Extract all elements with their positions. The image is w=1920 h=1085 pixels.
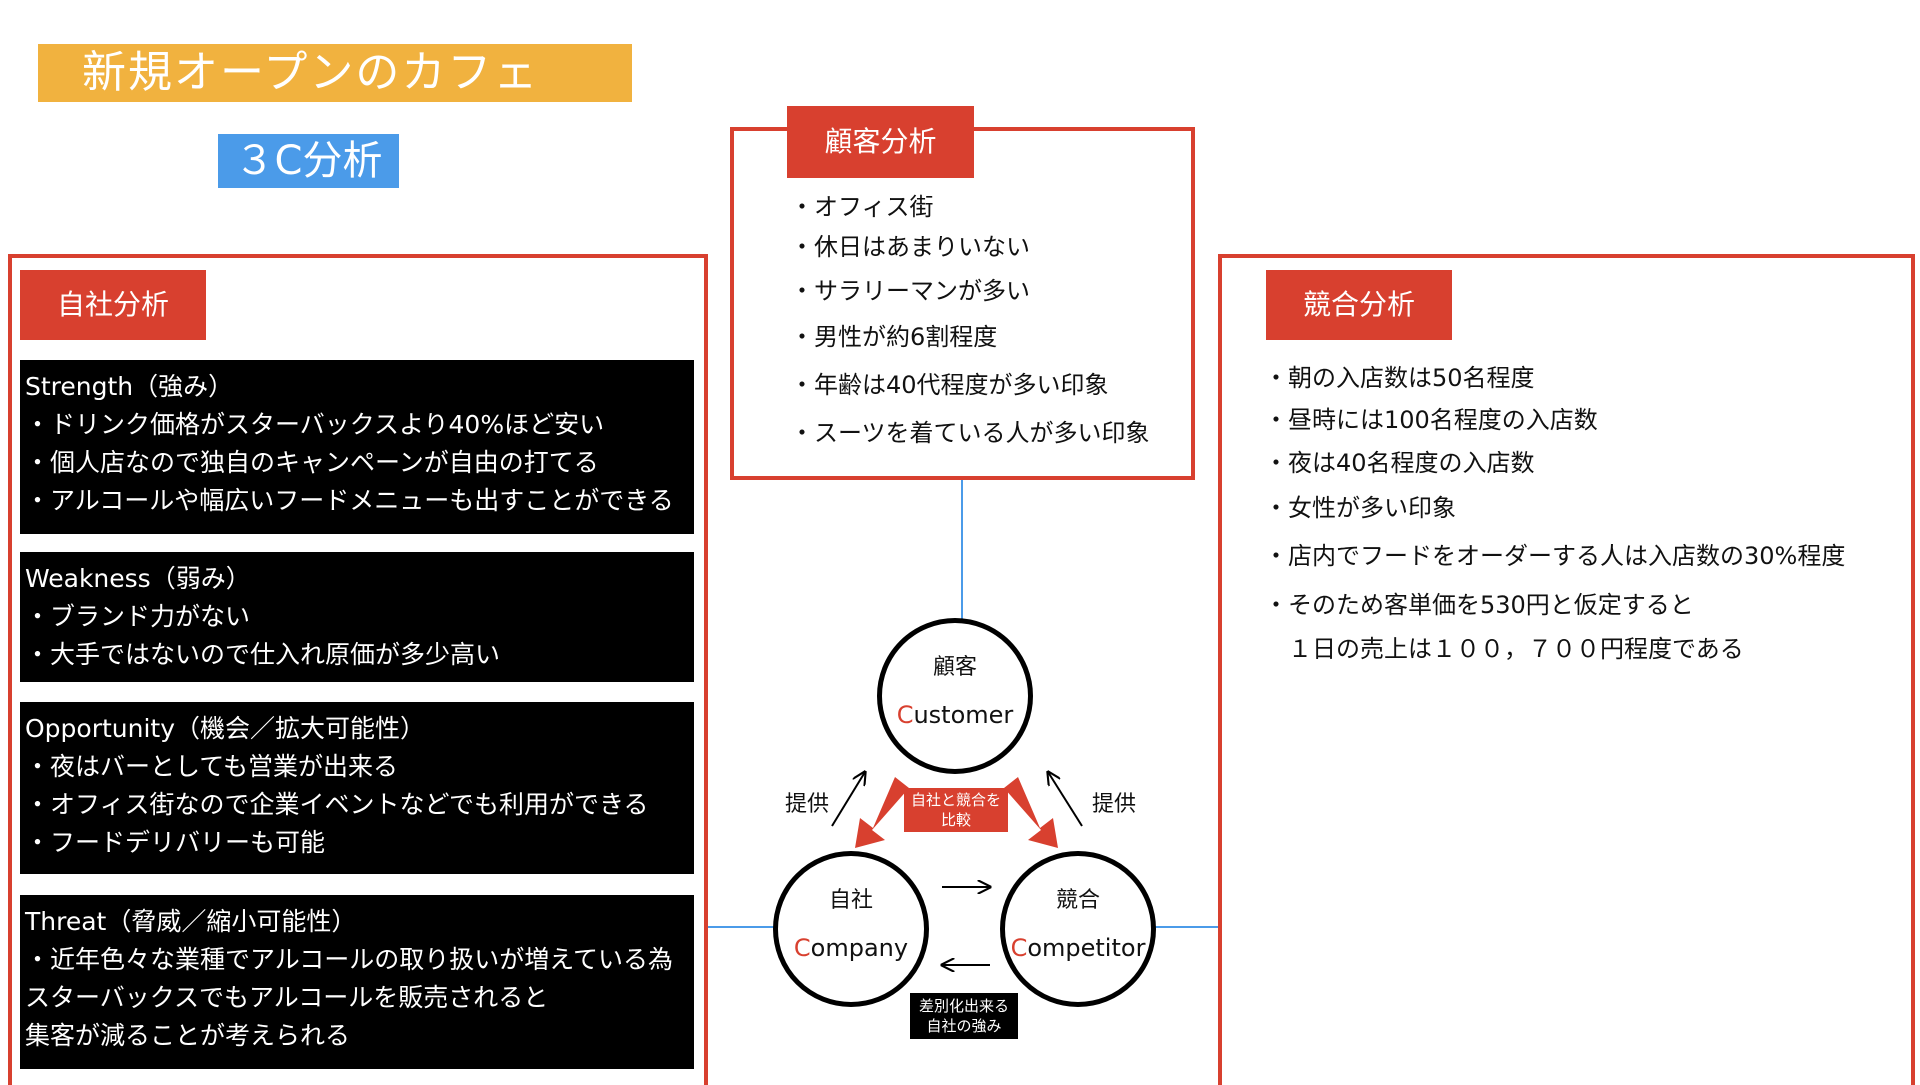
weakness-line: ・大手ではないので仕入れ原価が多少高い [25, 640, 501, 669]
list-item: ・休日はあまりいない [790, 233, 1030, 261]
competitor-analysis-list: ・朝の入店数は50名程度 ・昼時には100名程度の入店数 ・夜は40名程度の入店… [1264, 358, 1845, 669]
list-item: ・女性が多い印象 [1264, 494, 1456, 522]
opportunity-heading: Opportunity（機会／拡大可能性） [25, 714, 426, 743]
company-analysis-header: 自社分析 [20, 270, 206, 340]
customer-analysis-header: 顧客分析 [787, 106, 974, 178]
opportunity-line: ・夜はバーとしても営業が出来る [25, 752, 399, 781]
strength-line: ・ドリンク価格がスターバックスより40%ほど安い [25, 410, 605, 439]
threat-line: スターバックスでもアルコールを販売されると [25, 983, 549, 1012]
customer-name: Customer [896, 701, 1014, 729]
opportunity-box: Opportunity（機会／拡大可能性） ・夜はバーとしても営業が出来る ・オ… [20, 702, 694, 874]
threat-box: Threat（脅威／縮小可能性） ・近年色々な業種でアルコールの取り扱いが増えて… [20, 895, 694, 1069]
strength-box: Strength（強み） ・ドリンク価格がスターバックスより40%ほど安い ・個… [20, 360, 694, 534]
competitor-label: 競合 [1055, 888, 1100, 913]
differentiation-note: 差別化出来る 自社の強み [910, 993, 1018, 1039]
customer-analysis-list: ・オフィス街 ・休日はあまりいない ・サラリーマンが多い ・男性が約6割程度 ・… [790, 187, 1150, 453]
list-item: ・昼時には100名程度の入店数 [1264, 406, 1598, 434]
customer-analysis-panel: ・オフィス街 ・休日はあまりいない ・サラリーマンが多い ・男性が約6割程度 ・… [730, 127, 1195, 480]
list-item: ・朝の入店数は50名程度 [1264, 364, 1535, 392]
strength-line: ・アルコールや幅広いフードメニューも出すことができる [25, 486, 674, 515]
competitor-analysis-header: 競合分析 [1266, 270, 1452, 340]
competitor-name: Competitor [1010, 934, 1146, 962]
list-item: ・そのため客単価を530円と仮定すると [1264, 591, 1694, 619]
subtitle-tag: ３C分析 [218, 134, 399, 188]
opportunity-line: ・フードデリバリーも可能 [25, 828, 326, 857]
provide-right-label: 提供 [1092, 792, 1137, 817]
list-item: ・男性が約6割程度 [790, 323, 998, 351]
company-circle: 自社 Company [773, 851, 929, 1007]
weakness-heading: Weakness（弱み） [25, 564, 251, 593]
list-item: ・店内でフードをオーダーする人は入店数の30%程度 [1264, 542, 1846, 570]
list-item: ・夜は40名程度の入店数 [1264, 449, 1535, 477]
strength-line: ・個人店なので独自のキャンペーンが自由の打てる [25, 448, 599, 477]
customer-circle: 顧客 Customer [877, 618, 1033, 774]
list-item: ・年齢は40代程度が多い印象 [790, 371, 1109, 399]
page-title: 新規オープンのカフェ [38, 44, 632, 102]
threat-line: ・近年色々な業種でアルコールの取り扱いが増えている為 [25, 945, 674, 974]
list-item: ・サラリーマンが多い [790, 277, 1030, 305]
customer-label: 顧客 [932, 655, 977, 680]
list-item: ・オフィス街 [790, 193, 934, 221]
threat-heading: Threat（脅威／縮小可能性） [25, 907, 357, 936]
company-label: 自社 [828, 888, 873, 913]
list-item: １日の売上は１００，７００円程度である [1264, 635, 1744, 663]
opportunity-line: ・オフィス街なので企業イベントなどでも利用ができる [25, 790, 649, 819]
competitor-circle: 競合 Competitor [1000, 851, 1156, 1007]
weakness-line: ・ブランド力がない [25, 602, 251, 631]
strength-heading: Strength（強み） [25, 372, 234, 401]
compare-note: 自社と競合を 比較 [904, 788, 1008, 832]
threat-line: 集客が減ることが考えられる [25, 1021, 351, 1050]
competitor-analysis-panel: ・朝の入店数は50名程度 ・昼時には100名程度の入店数 ・夜は40名程度の入店… [1218, 254, 1915, 1085]
weakness-box: Weakness（弱み） ・ブランド力がない ・大手ではないので仕入れ原価が多少… [20, 552, 694, 682]
provide-left-label: 提供 [785, 792, 830, 817]
company-name: Company [793, 934, 909, 962]
list-item: ・スーツを着ている人が多い印象 [790, 419, 1150, 447]
